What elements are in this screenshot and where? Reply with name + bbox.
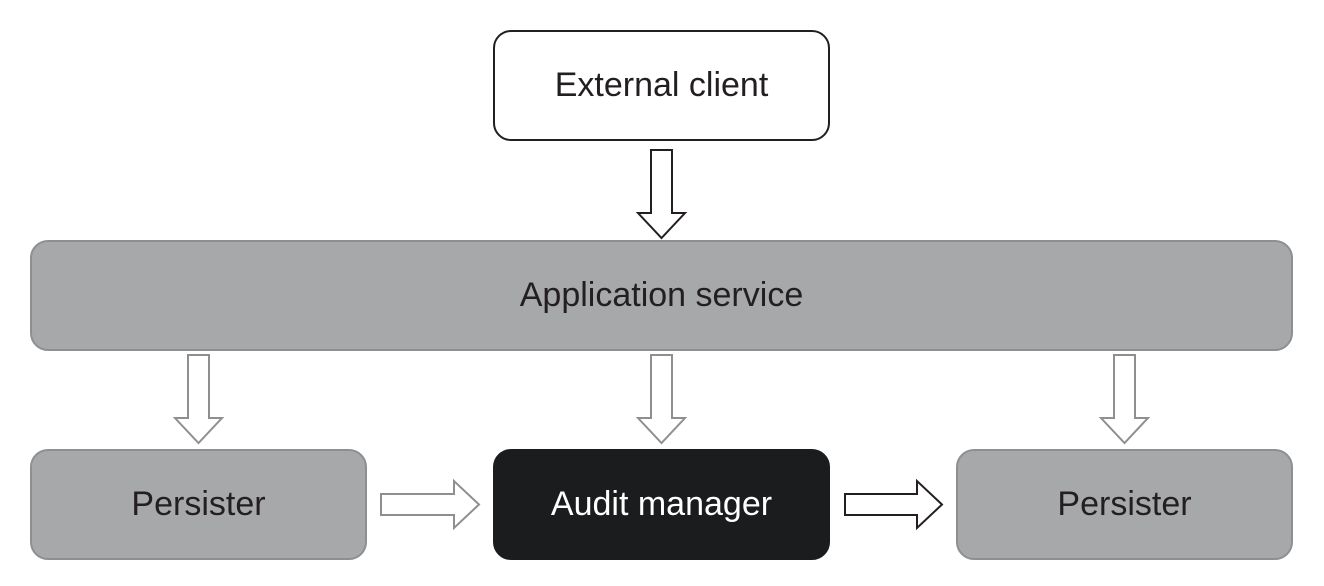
audit-manager-box: Audit manager: [493, 449, 830, 560]
application-service-box: Application service: [30, 240, 1293, 351]
persister-left-box: Persister: [30, 449, 367, 560]
external-client-label: External client: [554, 66, 769, 104]
external-client-box: External client: [493, 30, 830, 141]
persister-right-label: Persister: [1057, 485, 1192, 523]
application-service-label: Application service: [519, 276, 804, 314]
arrow-client-to-service: [635, 149, 688, 240]
arrow-audit-manager-to-persister-right: [844, 478, 944, 531]
arrow-service-to-persister-left: [172, 354, 225, 445]
audit-manager-label: Audit manager: [550, 485, 773, 523]
arrow-persister-left-to-audit-manager: [380, 478, 481, 531]
arrow-service-to-audit-manager: [635, 354, 688, 445]
persister-right-box: Persister: [956, 449, 1293, 560]
arrow-service-to-persister-right: [1098, 354, 1151, 445]
persister-left-label: Persister: [131, 485, 266, 523]
